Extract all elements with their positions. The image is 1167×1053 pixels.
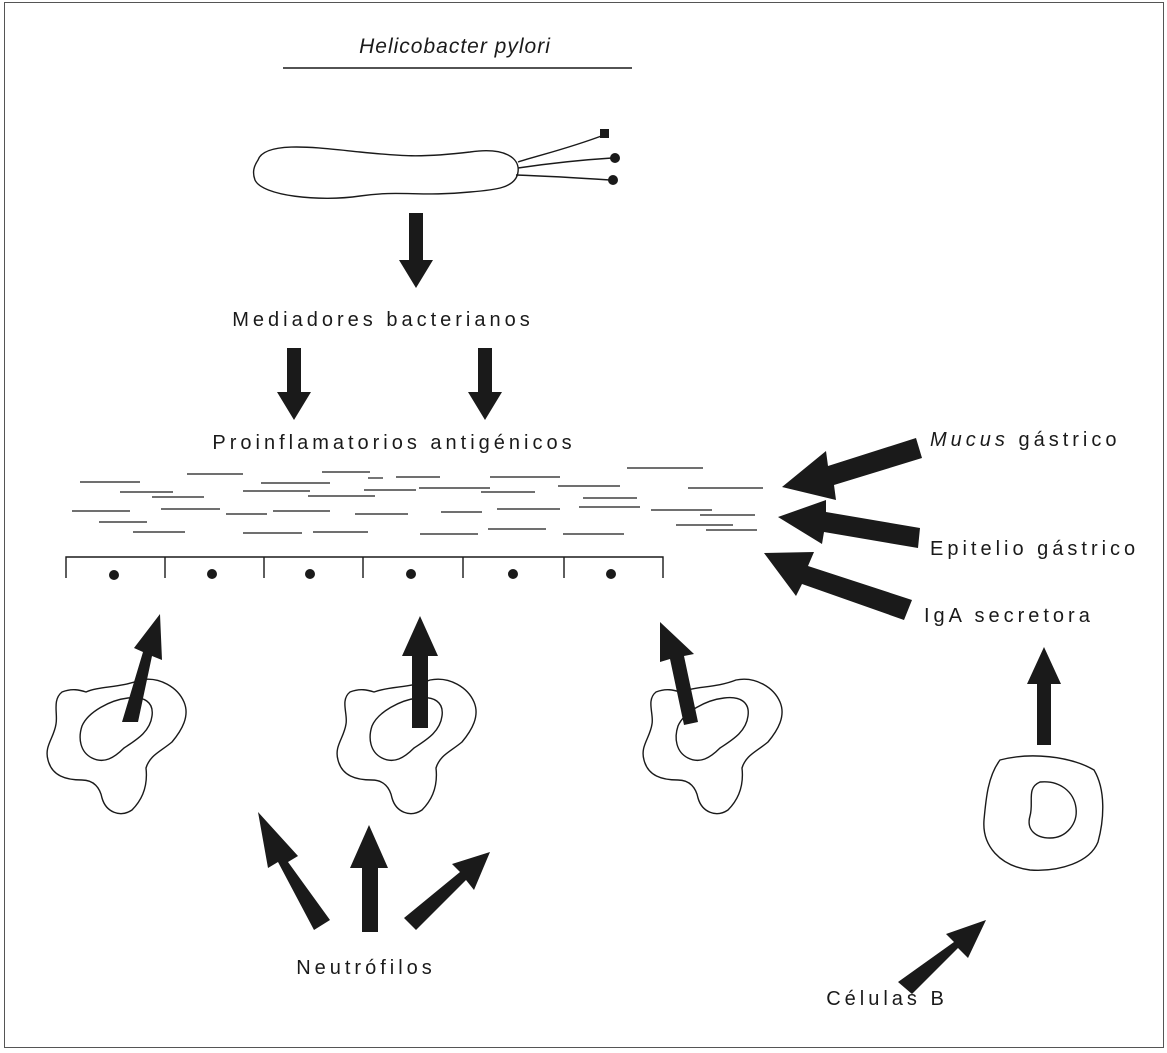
arrow-neutrophils-left — [258, 812, 330, 930]
arrow-neutrophil-left-up — [122, 614, 162, 722]
arrow-neutrophils-center — [350, 825, 388, 932]
b-cell — [983, 755, 1104, 871]
figure-frame — [4, 2, 1164, 1048]
mucus-layer — [72, 467, 763, 535]
label-epithelium: Epitelio gástrico — [930, 538, 1139, 560]
arrow-mediators-left — [277, 348, 311, 420]
label-neutrophils: Neutrófilos — [296, 957, 436, 979]
label-iga: IgA secretora — [924, 605, 1094, 627]
arrow-epitelio — [778, 500, 920, 548]
label-mucus-rest: gástrico — [1009, 429, 1121, 451]
arrow-neutrophil-center-up — [402, 616, 438, 728]
label-mucus-italic: Mucus — [930, 429, 1009, 451]
arrow-iga — [764, 552, 912, 620]
neutrophil-cell-right — [642, 678, 783, 815]
label-mucus-gastrico: Mucus gástrico — [930, 429, 1121, 451]
neutrophil-cell-center — [336, 678, 477, 815]
arrow-mediators-right — [468, 348, 502, 420]
label-bacterial-mediators: Mediadores bacterianos — [232, 309, 533, 331]
label-proinflammatory: Proinflamatorios antigénicos — [212, 432, 575, 454]
diagram-title: Helicobacter pylori — [359, 35, 551, 58]
epithelium-cells — [65, 556, 664, 580]
arrow-to-mediators — [399, 213, 433, 288]
label-b-cells: Células B — [826, 988, 948, 1010]
arrow-neutrophil-right-up — [660, 622, 698, 725]
arrow-mucus-gastrico — [782, 438, 922, 500]
arrow-neutrophils-right — [404, 852, 490, 930]
arrow-bcell-up — [1027, 647, 1061, 745]
arrow-bcells — [898, 920, 986, 994]
neutrophil-cell-left — [46, 678, 187, 815]
bacterium-icon — [252, 129, 620, 199]
